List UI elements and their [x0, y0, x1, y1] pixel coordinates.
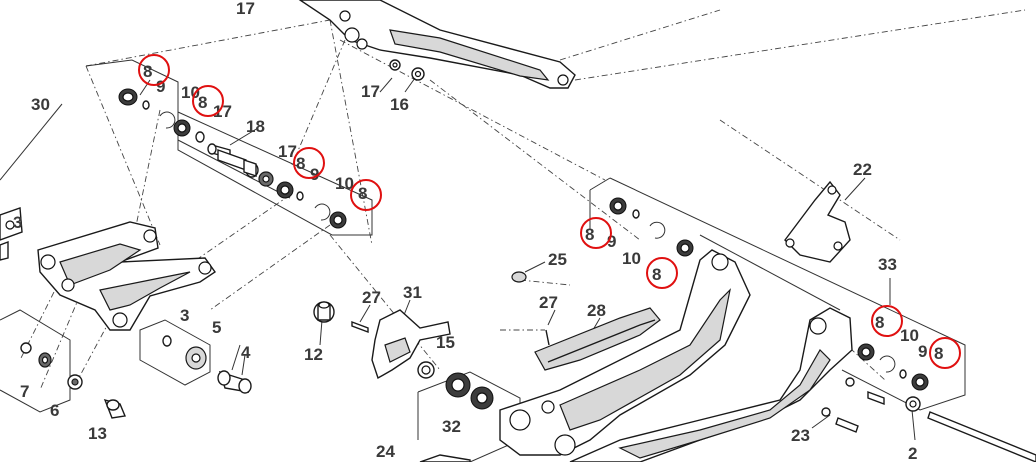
- callout-22: 22: [853, 160, 872, 179]
- callout-16: 16: [390, 95, 409, 114]
- highlight-circle: [580, 217, 612, 249]
- callout-24: 24: [376, 442, 395, 461]
- callout-5: 5: [212, 318, 221, 337]
- red-highlight-circles: [138, 54, 961, 369]
- callout-17-b: 17: [213, 102, 232, 121]
- callout-3-b: 3: [180, 306, 189, 325]
- callout-10-d: 10: [900, 326, 919, 345]
- callout-8-g: 8: [875, 313, 884, 332]
- callout-9-c: 9: [607, 232, 616, 251]
- bolts-23: [821, 377, 885, 433]
- callout-6: 6: [50, 401, 59, 420]
- center-small-parts: [313, 301, 451, 380]
- callout-9-a: 9: [156, 77, 165, 96]
- callout-23: 23: [791, 426, 810, 445]
- bolt-18: [217, 149, 257, 177]
- callout-2: 2: [908, 444, 917, 462]
- callout-31: 31: [403, 283, 422, 302]
- main-swingarm: [499, 249, 853, 462]
- callout-8-c: 8: [296, 154, 305, 173]
- callout-8-b: 8: [198, 93, 207, 112]
- callout-10-a: 10: [181, 83, 200, 102]
- callout-15: 15: [436, 333, 455, 352]
- upper-link-arm: [298, 0, 576, 89]
- callout-3-a: 3: [13, 213, 22, 232]
- rocker-link-left: [37, 221, 216, 331]
- callout-27-a: 27: [362, 288, 381, 307]
- callout-labels: 17 8 9 10 8 17 30 18 17 8 9 10 8 17 16 3…: [13, 0, 943, 462]
- highlight-circle: [871, 305, 903, 337]
- chain-guide-28: [511, 271, 661, 371]
- highlight-circle: [138, 54, 170, 86]
- callout-13: 13: [88, 424, 107, 443]
- callout-7: 7: [20, 382, 29, 401]
- callout-32: 32: [442, 417, 461, 436]
- bolt-17-16-top: [389, 59, 425, 81]
- callout-18: 18: [246, 117, 265, 136]
- callout-8-f: 8: [652, 265, 661, 284]
- leader-lines: [0, 77, 916, 441]
- callout-4: 4: [241, 343, 251, 362]
- callout-9-b: 9: [310, 165, 319, 184]
- group-3-5-parts: [162, 335, 252, 394]
- callout-12: 12: [304, 345, 323, 364]
- bearing-cluster-right: [609, 197, 1036, 462]
- group-outlines: [0, 59, 966, 462]
- highlight-circle: [350, 179, 382, 211]
- callout-33: 33: [878, 255, 897, 274]
- left-edge-parts: [0, 207, 126, 419]
- callout-30: 30: [31, 95, 50, 114]
- axle-24: [419, 454, 471, 462]
- brake-mount-22: [784, 180, 851, 263]
- callout-17-top: 17: [236, 0, 255, 18]
- callout-17-d: 17: [361, 82, 380, 101]
- highlight-circle: [293, 147, 325, 179]
- callout-8-h: 8: [934, 344, 943, 363]
- callout-25: 25: [548, 250, 567, 269]
- callout-8-a: 8: [143, 62, 152, 81]
- callout-17-c: 17: [278, 142, 297, 161]
- callout-10-b: 10: [335, 174, 354, 193]
- callout-9-d: 9: [918, 342, 927, 361]
- callout-10-c: 10: [622, 249, 641, 268]
- callout-28: 28: [587, 301, 606, 320]
- highlight-circle: [929, 337, 961, 369]
- callout-8-d: 8: [358, 184, 367, 203]
- bearings-32: [445, 372, 494, 410]
- callout-8-e: 8: [585, 225, 594, 244]
- callout-27-b: 27: [539, 293, 558, 312]
- highlight-circle: [192, 85, 224, 117]
- highlight-circle: [646, 257, 678, 289]
